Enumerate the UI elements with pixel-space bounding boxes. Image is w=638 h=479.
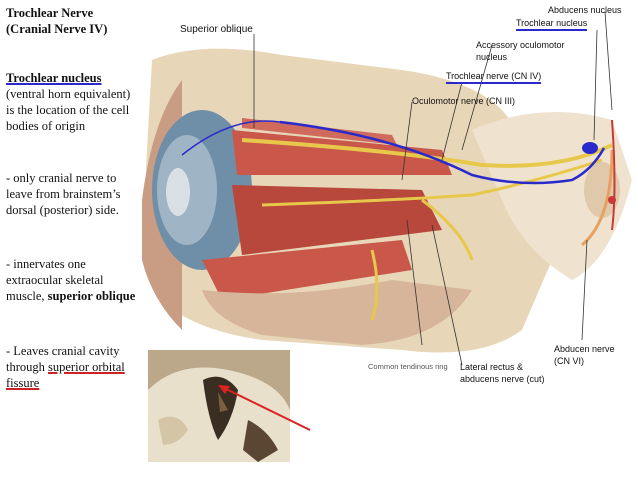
skull-photo-inset — [148, 350, 290, 462]
orbit-anatomy-illustration — [142, 11, 632, 366]
point-innervation: - innervates one extraocular skeletal mu… — [6, 256, 138, 304]
superior-oblique-term: superior oblique — [47, 289, 136, 303]
trochlear-nucleus-heading: Trochlear nucleus — [6, 71, 102, 85]
slide-title: Trochlear Nerve (Cranial Nerve IV) — [6, 6, 108, 36]
label-trochlear-nerve: Trochlear nerve (CN IV) — [446, 71, 542, 84]
point-exit-text: - Leaves cranial cavity through — [6, 344, 120, 374]
text-panel: Trochlear Nerve (Cranial Nerve IV) Troch… — [0, 0, 140, 479]
label-oculomotor-nerve: Oculomotor nerve (CN III) — [412, 96, 516, 106]
label-abducen-nerve: Abducen nerve — [554, 344, 615, 354]
point-exit-route: - Leaves cranial cavity through superior… — [6, 343, 126, 391]
label-lateral-rectus: Lateral rectus & — [460, 362, 524, 372]
label-accessory-oculomotor-2: nucleus — [476, 52, 508, 62]
fissure-pointer-arrow — [218, 385, 311, 431]
trochlear-nerve-path — [279, 120, 606, 185]
trochlear-nucleus-dot — [582, 142, 598, 154]
label-accessory-oculomotor: Accessory oculomotor — [476, 40, 565, 50]
point-dorsal-exit: - only cranial nerve to leave from brain… — [6, 171, 121, 217]
superior-orbital-fissure-term: superior orbital fissure — [6, 360, 125, 390]
label-abducens-nucleus: Abducens nucleus — [548, 5, 622, 15]
label-common-tendinous-ring: Common tendinous ring — [368, 362, 448, 371]
point-innervation-text: - innervates one extraocular skeletal mu… — [6, 257, 104, 303]
label-abducen-nerve-2: (CN VI) — [554, 356, 584, 366]
label-trochlear-nucleus: Trochlear nucleus — [516, 18, 588, 31]
label-superior-oblique: Superior oblique — [180, 24, 253, 35]
nucleus-description: (ventral horn equivalent) is the locatio… — [6, 87, 131, 133]
label-lateral-rectus-2: abducens nerve (cut) — [460, 374, 545, 384]
